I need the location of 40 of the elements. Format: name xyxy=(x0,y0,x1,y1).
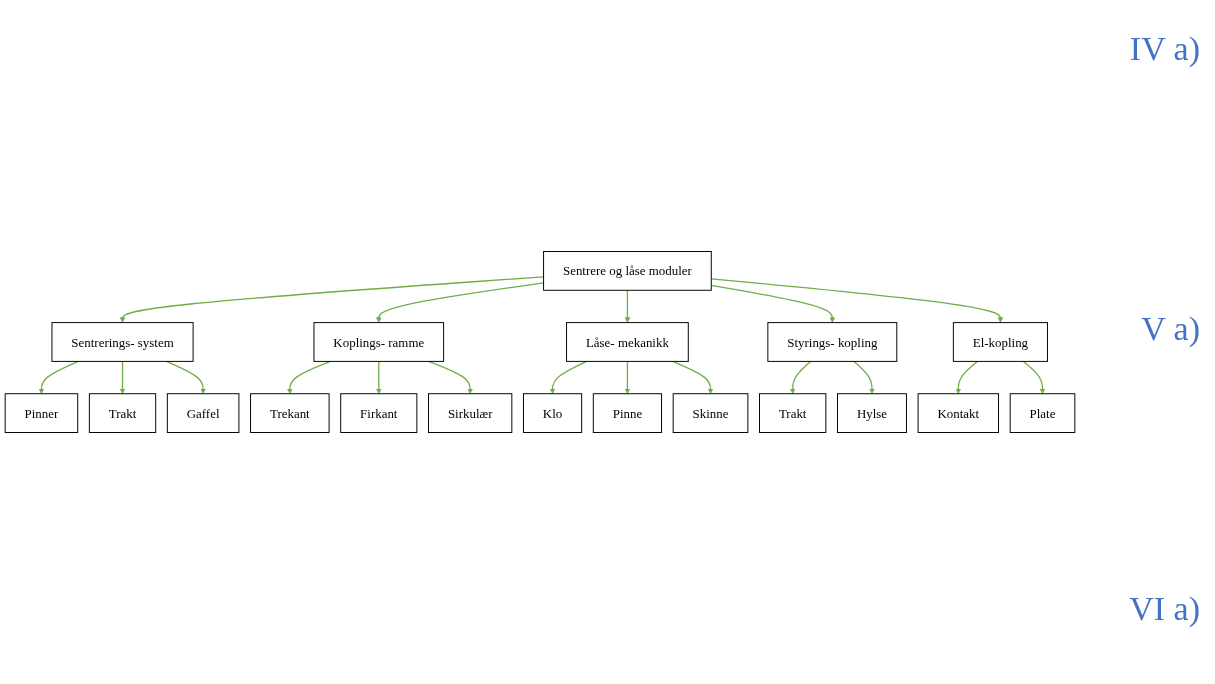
node-box: Klo xyxy=(523,393,583,433)
node-box: Sentrerings- system xyxy=(51,322,194,362)
arrow xyxy=(375,282,545,323)
node-box: El-kopling xyxy=(952,322,1048,362)
arrow xyxy=(119,276,545,323)
node-box: Styrings- kopling xyxy=(767,322,898,362)
node-box: Skinne xyxy=(672,393,749,433)
node-box: Plate xyxy=(1009,393,1076,433)
node-box: Pinner xyxy=(4,393,79,433)
node-box: Trakt xyxy=(88,393,157,433)
node-box: Gaffel xyxy=(166,393,240,433)
node-box: Sirkulær xyxy=(428,393,513,433)
arrow xyxy=(549,360,588,394)
node-box: Koplings- ramme xyxy=(313,322,445,362)
arrow xyxy=(119,360,126,394)
arrow xyxy=(624,360,631,394)
arrow xyxy=(375,360,382,394)
node-box: Pinne xyxy=(592,393,663,433)
node-box: Kontakt xyxy=(917,393,1000,433)
node-box: Sentrere og låse moduler xyxy=(543,251,712,291)
arrow xyxy=(710,284,836,323)
node-box: Trekant xyxy=(250,393,330,433)
arrow xyxy=(853,360,875,394)
arrow xyxy=(710,278,1004,323)
node-box: Firkant xyxy=(340,393,418,433)
arrow xyxy=(38,360,79,394)
node-box: Hylse xyxy=(837,393,907,433)
arrow xyxy=(286,360,331,394)
arrow xyxy=(672,360,714,394)
arrow xyxy=(624,289,631,323)
arrow xyxy=(428,360,473,394)
arrow xyxy=(1022,360,1046,394)
arrow xyxy=(165,360,206,394)
node-box: Låse- mekanikk xyxy=(566,322,689,362)
node-box: Trakt xyxy=(759,393,827,433)
level-label: V a) xyxy=(1141,310,1200,348)
arrow xyxy=(789,360,812,394)
level-label: IV a) xyxy=(1129,30,1200,68)
level-label: VI a) xyxy=(1129,590,1200,628)
arrow xyxy=(955,360,979,394)
